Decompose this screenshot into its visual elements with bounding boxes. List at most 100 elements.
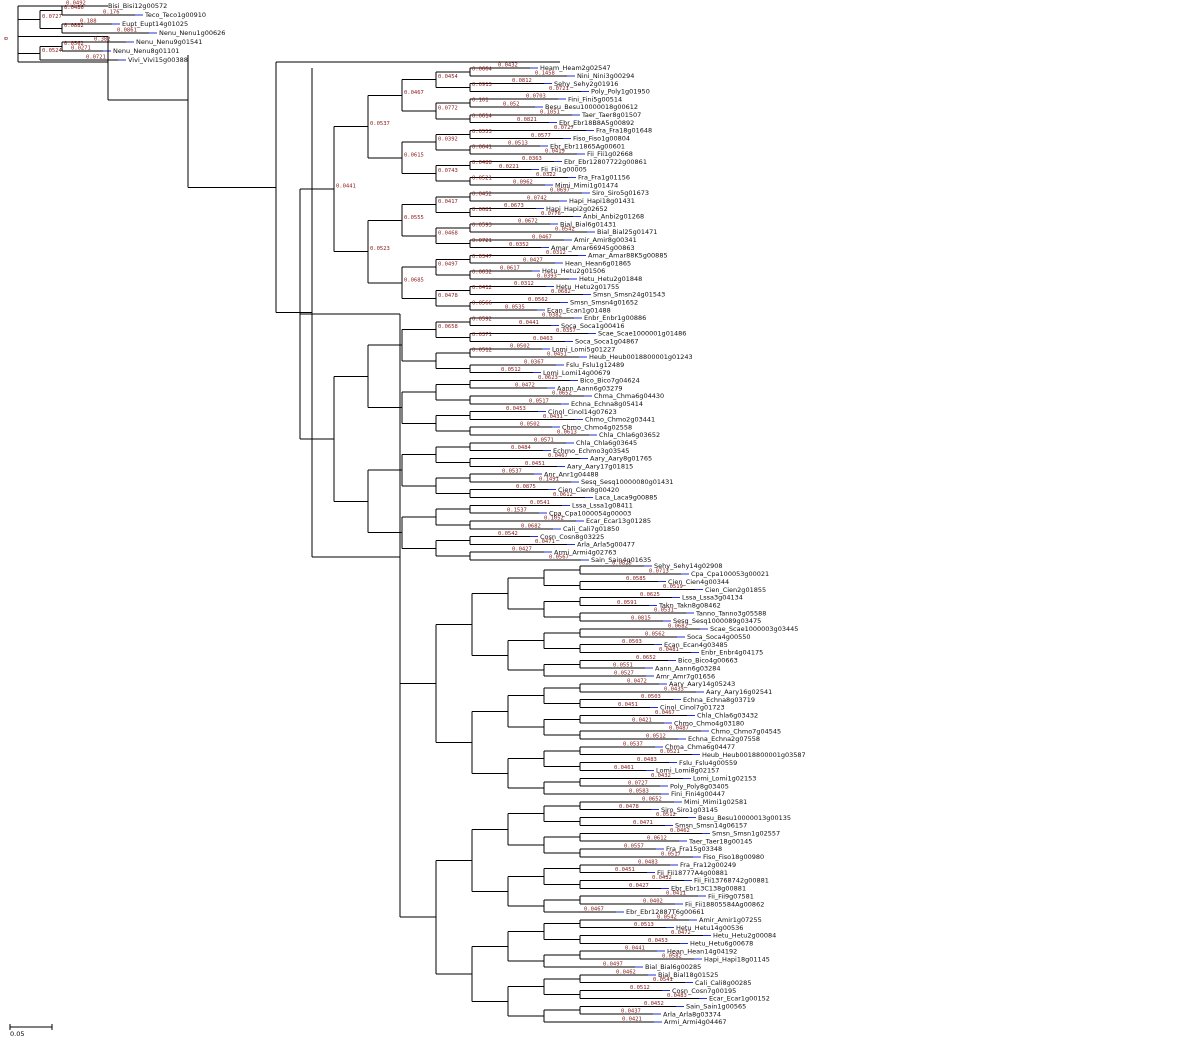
leaf-label: Amr_Amr7g01656 [656, 672, 715, 680]
tree-branches [17, 5, 711, 1023]
branch-length-label: 0.0713 [649, 568, 669, 574]
internal-node-label: 0.0371 [472, 332, 492, 338]
branch-length-label: 0.0483 [637, 757, 657, 763]
branch-length-label: 0.0652 [552, 391, 572, 397]
internal-node-label: 0.0681 [472, 207, 492, 213]
leaf-label: Fra_Fra18g01648 [596, 127, 652, 135]
leaf-label: Poly_Poly8g03405 [670, 782, 729, 790]
branch-length-label: 0.0861 [117, 28, 137, 34]
internal-node-label: 0.0467 [404, 90, 424, 96]
branch-length-label: 0.0502 [510, 344, 530, 350]
leaf-label: Ebr_Ebr13C138g00881 [671, 885, 746, 893]
leaf-label: Ebr_Ebr11865Ag00601 [550, 142, 625, 150]
leaf-label: Cosn_Cosn8g03225 [540, 533, 604, 541]
leaf-label: Hetu_Hetu2g01506 [542, 267, 605, 275]
branch-length-label: 0.0582 [662, 954, 682, 960]
branch-length-label: 0.0519 [663, 584, 683, 590]
leaf-label: Echna_Echna8g03719 [683, 696, 755, 704]
leaf-label: Enbr_Enbr1g00886 [584, 314, 646, 322]
leaf-label: Ebr_Ebr18B8A5g00892 [559, 119, 634, 127]
branch-length-label: 0.0562 [645, 631, 665, 637]
branch-length-label: 0.0462 [616, 969, 636, 975]
leaf-label: Hetu_Hetu6g00678 [690, 940, 753, 948]
leaf-label: Bial_Bial25g01471 [597, 228, 657, 236]
branch-length-labels: 0.04920.1760.04860.1880.08610.08820.0727… [42, 1, 691, 1023]
branch-length-label: 0.0483 [638, 859, 658, 865]
internal-node-label: 0.0727 [42, 14, 62, 20]
branch-length-label: 0.0513 [508, 141, 528, 147]
internal-node-label: 0.0913 [472, 82, 492, 88]
branch-length-label: 0.0551 [613, 663, 633, 669]
internal-node-label: 0.0441 [336, 184, 356, 190]
leaf-label: Hetu_Hetu2g00084 [713, 932, 776, 940]
branch-length-label: 0.0467 [584, 906, 604, 912]
leaf-label: Sesq_Sesq10000080g01431 [581, 478, 673, 486]
branch-length-label: 0.0672 [518, 219, 538, 225]
leaf-label: Cien_Cien8g00420 [558, 486, 619, 494]
internal-node-label: 0.0772 [438, 105, 458, 111]
branch-length-label: 0.0363 [522, 156, 542, 162]
leaf-label: Chla_Chla6g03645 [576, 439, 637, 447]
branch-length-label: 0.052 [503, 102, 520, 108]
branch-length-label: 0.0612 [647, 836, 667, 842]
leaf-label: Fini_Fini5g00514 [568, 95, 622, 103]
leaf-label: Taer_Taer8g01507 [581, 111, 641, 119]
branch-length-label: 0.0451 [615, 867, 635, 873]
leaf-label: Fii_Fii1g02668 [587, 150, 633, 158]
leaf-label: Hetu_Hetu2g01755 [556, 283, 619, 291]
leaf-label: Lomi_Lomi5g01227 [552, 345, 615, 353]
leaf-label: Hetu_Hetu14g00536 [676, 924, 743, 932]
internal-node-label: 0.0566 [472, 301, 492, 307]
leaf-label: Arla_Arla5g00477 [577, 541, 635, 549]
branch-length-label: 0.0451 [547, 351, 567, 357]
branch-length-label: 0.0393 [537, 273, 557, 279]
leaf-label: Amar_Amar88K5g00885 [588, 252, 668, 260]
branch-length-label: 0.0453 [506, 406, 526, 412]
leaf-label: Sesq_Sesq1000089g03475 [673, 617, 761, 625]
branch-length-label: 0.0812 [512, 78, 532, 84]
branch-length-label: 0.0433 [664, 686, 684, 692]
leaf-label: Sain_Sain1g00565 [686, 1002, 746, 1010]
leaf-label: Hetu_Hetu2g01848 [579, 275, 642, 283]
branch-length-label: 0.1051 [540, 109, 560, 115]
leaf-label: Vivi_Vivi15g00388 [128, 56, 188, 64]
internal-node-label: 0.0478 [438, 293, 458, 299]
leaf-label: Chma_Chma6g04477 [665, 743, 735, 751]
branch-length-label: 0.0441 [625, 946, 645, 952]
leaf-label: Laca_Laca9g00885 [595, 494, 658, 502]
internal-node-label: 0.0454 [438, 74, 459, 80]
internal-node-label: 0.0593 [472, 223, 492, 229]
branch-length-label: 0.0521 [660, 749, 680, 755]
branch-length-label: 0.1458 [535, 70, 555, 76]
leaf-label: Fslu_Fslu1g12489 [566, 361, 624, 369]
leaf-label: Nini_Nini3g00294 [577, 72, 634, 80]
leaf-label: Aary_Aary14g05243 [669, 680, 735, 688]
branch-length-label: 0.0585 [626, 576, 646, 582]
branch-length-label: 0.0402 [643, 899, 663, 905]
leaf-label: Echna_Echna2g07558 [688, 735, 760, 743]
leaf-label: Fiso_Fiso1g00804 [573, 134, 630, 142]
internal-node-label: 0.0592 [472, 316, 492, 322]
branch-length-label: 0.0537 [502, 469, 522, 475]
leaf-label: Fii_Fii1g00005 [541, 166, 587, 174]
leaf-label: Heub_Heub0018800001g03587 [702, 751, 806, 759]
leaf-label: Enbr_Enbr4g04175 [701, 649, 763, 657]
branch-length-label: 0.0462 [670, 828, 690, 834]
branch-length-label: 0.0352 [509, 242, 529, 248]
leaf-label: Ebr_Ebr12887T6g00661 [626, 908, 705, 916]
internal-node-label: 0.0392 [438, 137, 458, 143]
branch-length-label: 0.0623 [538, 375, 558, 381]
internal-node-label: 0.0486 [64, 5, 84, 11]
leaf-label: Fii_Fii13768742g00881 [694, 877, 769, 885]
internal-node-label: 0.0743 [438, 168, 458, 174]
branch-length-label: 0.0467 [548, 453, 568, 459]
internal-node-label: 0.101 [472, 98, 489, 104]
internal-node-label: 0.0412 [472, 285, 492, 291]
branch-length-label: 0.0427 [512, 547, 532, 553]
leaf-label: Hapi_Hapi2g02652 [546, 205, 608, 213]
internal-node-label: 0.0685 [404, 277, 424, 283]
branch-length-label: 0.0437 [621, 1009, 641, 1015]
branch-length-label: 0.0427 [523, 258, 543, 264]
branch-length-label: 0.0421 [622, 1017, 642, 1023]
